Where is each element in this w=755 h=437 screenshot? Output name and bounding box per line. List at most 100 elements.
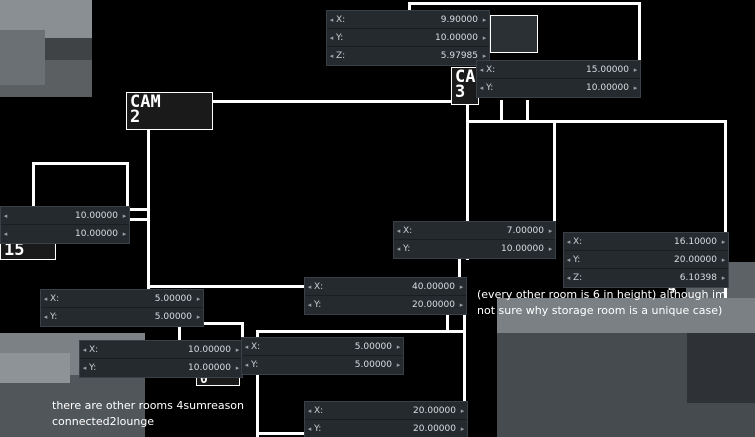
increment-arrow-icon[interactable]: ▸: [721, 255, 726, 264]
coordinate-field[interactable]: ◂X:20.00000▸: [305, 402, 467, 420]
increment-arrow-icon[interactable]: ▸: [482, 15, 487, 24]
coordinate-label: X:: [573, 236, 583, 247]
coordinate-label: X:: [50, 293, 60, 304]
decrement-arrow-icon[interactable]: ◂: [244, 361, 249, 369]
coordinate-value[interactable]: 16.10000: [674, 236, 717, 247]
coordinate-field[interactable]: ◂X: 16.10000 ▸: [564, 233, 728, 251]
coordinate-value[interactable]: 9.90000: [440, 14, 478, 25]
coordinate-field[interactable]: ◂X:15.00000▸: [477, 61, 640, 79]
decrement-arrow-icon[interactable]: ◂: [43, 313, 48, 321]
coordinate-value[interactable]: 10.00000: [75, 229, 118, 239]
coordinate-field[interactable]: ◂Y:10.00000▸: [477, 79, 640, 97]
coordinate-value[interactable]: 20.00000: [413, 405, 456, 416]
coordinate-field[interactable]: ◂X:9.90000▸: [327, 11, 489, 29]
increment-arrow-icon[interactable]: ▸: [721, 237, 726, 246]
coordinate-field[interactable]: ◂X:5.00000▸: [242, 338, 403, 356]
decrement-arrow-icon[interactable]: ◂: [3, 230, 8, 238]
increment-arrow-icon[interactable]: ▸: [460, 425, 465, 433]
coordinate-value[interactable]: 10.00000: [435, 32, 478, 43]
increment-arrow-icon[interactable]: ▸: [235, 364, 240, 372]
coordinate-field[interactable]: ◂Y:10.00000▸: [80, 359, 242, 377]
coordinate-value[interactable]: 10.00000: [586, 83, 629, 93]
decrement-arrow-icon[interactable]: ◂: [479, 84, 484, 92]
position-field-group: ◂X:20.00000▸◂Y:20.00000▸: [304, 401, 468, 437]
decrement-arrow-icon[interactable]: ◂: [307, 425, 312, 433]
increment-arrow-icon[interactable]: ▸: [196, 294, 201, 303]
coordinate-value[interactable]: 7.00000: [506, 225, 544, 236]
coordinate-value[interactable]: 15.00000: [586, 64, 629, 75]
increment-arrow-icon[interactable]: ▸: [633, 65, 638, 74]
cam-4-label[interactable]: 4: [668, 281, 676, 296]
decrement-arrow-icon[interactable]: ◂: [43, 294, 48, 303]
increment-arrow-icon[interactable]: ▸: [548, 245, 553, 253]
coordinate-value[interactable]: 10.00000: [75, 210, 118, 221]
decrement-arrow-icon[interactable]: ◂: [82, 345, 87, 354]
coordinate-value[interactable]: 5.00000: [154, 312, 192, 322]
coordinate-field[interactable]: ◂X:40.00000▸: [305, 278, 466, 296]
coordinate-field[interactable]: ◂Z:6.10398▸: [564, 269, 728, 287]
coordinate-label: Y:: [403, 244, 411, 254]
increment-arrow-icon[interactable]: ▸: [721, 274, 726, 282]
coordinate-value[interactable]: 20.00000: [413, 424, 456, 434]
decrement-arrow-icon[interactable]: ◂: [244, 342, 249, 351]
increment-arrow-icon[interactable]: ▸: [482, 52, 487, 60]
increment-arrow-icon[interactable]: ▸: [459, 301, 464, 309]
coordinate-field[interactable]: ◂Y: 5.00000 ▸: [41, 308, 203, 326]
increment-arrow-icon[interactable]: ▸: [122, 230, 127, 238]
coordinate-value[interactable]: 5.97985: [440, 51, 478, 61]
coordinate-field[interactable]: ◂ 10.00000 ▸: [1, 207, 129, 225]
position-field-group: ◂X:7.00000▸◂Y:10.00000▸: [393, 221, 556, 259]
coordinate-field[interactable]: ◂Y:20.00000▸: [305, 296, 466, 314]
decrement-arrow-icon[interactable]: ◂: [566, 237, 571, 246]
coordinate-field[interactable]: ◂X:10.00000▸: [80, 341, 242, 359]
decrement-arrow-icon[interactable]: ◂: [329, 15, 334, 24]
map-wall: [466, 120, 726, 123]
coordinate-field[interactable]: ◂X: 5.00000 ▸: [41, 290, 203, 308]
decrement-arrow-icon[interactable]: ◂: [329, 52, 334, 60]
decrement-arrow-icon[interactable]: ◂: [307, 301, 312, 309]
coordinate-field[interactable]: ◂Y:10.00000▸: [327, 29, 489, 47]
decrement-arrow-icon[interactable]: ◂: [307, 282, 312, 291]
decrement-arrow-icon[interactable]: ◂: [396, 226, 401, 235]
decrement-arrow-icon[interactable]: ◂: [566, 255, 571, 264]
coordinate-field[interactable]: ◂ 10.00000 ▸: [1, 225, 129, 243]
increment-arrow-icon[interactable]: ▸: [633, 84, 638, 92]
decrement-arrow-icon[interactable]: ◂: [329, 33, 334, 42]
increment-arrow-icon[interactable]: ▸: [459, 282, 464, 291]
increment-arrow-icon[interactable]: ▸: [122, 211, 127, 220]
coordinate-label: Y:: [50, 312, 58, 322]
coordinate-field[interactable]: ◂Y:20.00000▸: [564, 251, 728, 269]
decrement-arrow-icon[interactable]: ◂: [307, 406, 312, 415]
map-wall: [126, 162, 129, 210]
coordinate-value[interactable]: 5.00000: [354, 360, 392, 370]
decrement-arrow-icon[interactable]: ◂: [566, 274, 571, 282]
increment-arrow-icon[interactable]: ▸: [548, 226, 553, 235]
coordinate-value[interactable]: 20.00000: [412, 300, 455, 310]
coordinate-value[interactable]: 10.00000: [188, 344, 231, 355]
coordinate-value[interactable]: 6.10398: [679, 273, 717, 283]
increment-arrow-icon[interactable]: ▸: [235, 345, 240, 354]
coordinate-value[interactable]: 10.00000: [501, 244, 544, 254]
map-wall: [500, 100, 503, 122]
coordinate-value[interactable]: 40.00000: [412, 281, 455, 292]
cam-3-label[interactable]: CA 3: [451, 67, 479, 105]
increment-arrow-icon[interactable]: ▸: [196, 313, 201, 321]
decrement-arrow-icon[interactable]: ◂: [82, 364, 87, 372]
coordinate-field[interactable]: ◂Y: 10.00000 ▸: [394, 240, 555, 258]
coordinate-value[interactable]: 10.00000: [188, 363, 231, 373]
cam-2-label[interactable]: CAM 2: [126, 92, 213, 130]
coordinate-field[interactable]: ◂X:7.00000▸: [394, 222, 555, 240]
coordinate-value[interactable]: 5.00000: [154, 293, 192, 304]
coordinate-value[interactable]: 20.00000: [674, 254, 717, 265]
coordinate-field[interactable]: ◂Y:5.00000▸: [242, 356, 403, 374]
coordinate-value[interactable]: 5.00000: [354, 341, 392, 352]
increment-arrow-icon[interactable]: ▸: [396, 361, 401, 369]
coordinate-field[interactable]: ◂Z:5.97985▸: [327, 47, 489, 65]
decrement-arrow-icon[interactable]: ◂: [3, 211, 8, 220]
decrement-arrow-icon[interactable]: ◂: [479, 65, 484, 74]
increment-arrow-icon[interactable]: ▸: [460, 406, 465, 415]
increment-arrow-icon[interactable]: ▸: [482, 33, 487, 42]
decrement-arrow-icon[interactable]: ◂: [396, 245, 401, 253]
coordinate-field[interactable]: ◂Y:20.00000▸: [305, 420, 467, 437]
increment-arrow-icon[interactable]: ▸: [396, 342, 401, 351]
